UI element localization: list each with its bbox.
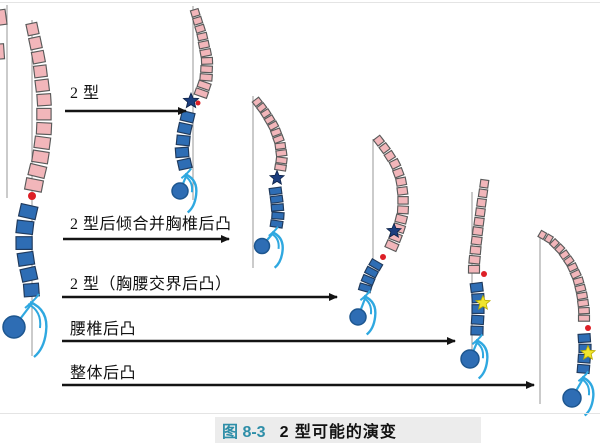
navy-star-marker [268, 169, 286, 185]
yellow-star-marker [474, 294, 492, 310]
cropped-spine-fragment [0, 5, 8, 198]
sacrum-hook [268, 226, 279, 237]
sacrum-hook [577, 370, 590, 382]
arrow-label-type2-kyphosis: 2 型后倾合并胸椎后凸 [70, 216, 232, 233]
spine-stage-5 [460, 178, 492, 380]
femoral-head-circle [562, 388, 582, 408]
figure-caption-bar: 图 8-3 2 型可能的演变 [215, 417, 481, 443]
iliac-wing-curve [475, 338, 489, 380]
red-dot-marker [585, 325, 591, 331]
red-dot-marker [481, 271, 487, 277]
arrow-label-lumbar-kyphosis: 腰椎后凸 [70, 321, 137, 338]
femoral-head-circle [460, 349, 480, 369]
spine-stage-4 [349, 134, 410, 336]
spine-stage-1 [2, 20, 53, 358]
spine-stage-2 [171, 6, 214, 214]
iliac-wing-curve [271, 230, 284, 269]
iliac-wing-curve [184, 172, 198, 214]
femoral-head-circle [349, 308, 367, 326]
red-dot-marker [195, 100, 201, 106]
iliac-wing-curve [363, 294, 377, 336]
femoral-head-circle [171, 182, 189, 200]
spine-stage-6 [537, 229, 597, 417]
divider-line-bottom [0, 413, 600, 414]
iliac-wing-curve [581, 375, 595, 417]
spine-stage-3 [251, 96, 288, 269]
femoral-head-circle [253, 237, 271, 255]
figure-number: 图 8-3 [222, 424, 266, 441]
navy-star-marker [385, 222, 403, 238]
sacrum-hook [359, 289, 372, 301]
figure-title: 2 型可能的演变 [279, 424, 397, 441]
yellow-star-marker [579, 344, 597, 360]
femoral-head-circle [2, 315, 26, 339]
iliac-wing-curve [29, 300, 48, 358]
arrow-label-type2: 2 型 [70, 85, 100, 102]
arrow-label-global-kyphosis: 整体后凸 [70, 365, 137, 382]
sacrum-hook [471, 333, 484, 345]
navy-star-marker [182, 91, 200, 109]
sacrum-curve [27, 303, 42, 329]
sacrum-hook [24, 293, 40, 309]
divider-line-top [0, 2, 600, 3]
red-dot-marker [28, 192, 36, 200]
arrow-label-thoracolumbar: 2 型（胸腰交界后凸） [70, 276, 232, 293]
sacrum-hook [180, 167, 193, 179]
red-dot-marker [380, 254, 386, 260]
